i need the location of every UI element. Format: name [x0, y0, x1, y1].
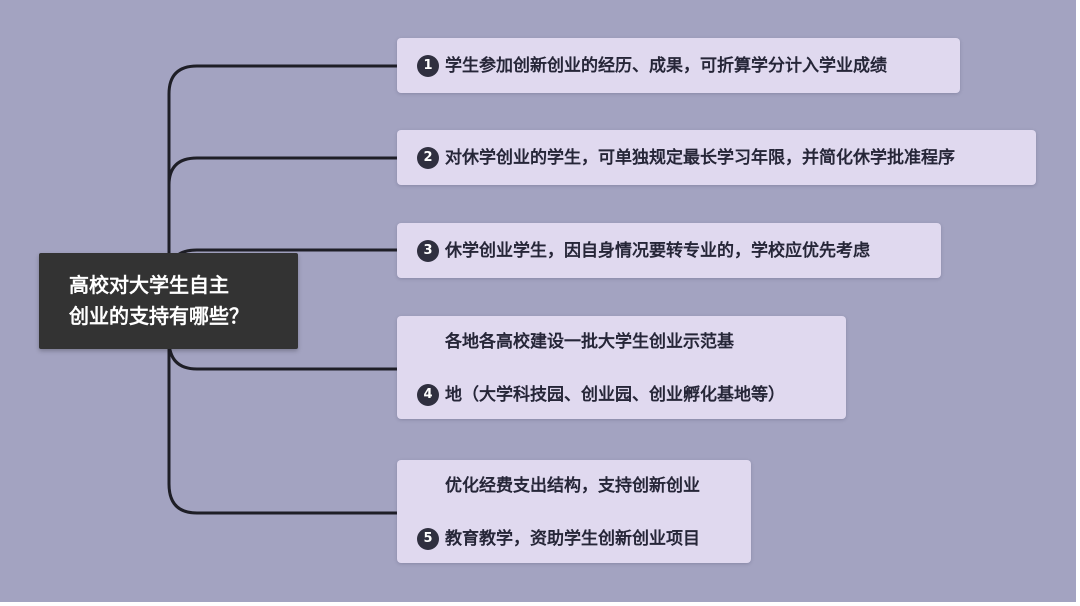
branch-text-1: 学生参加创新创业的经历、成果，可折算学分计入学业成绩: [445, 56, 887, 76]
root-topic: 高校对大学生自主 创业的支持有哪些？: [39, 253, 298, 349]
number-badge-2: 2: [417, 147, 439, 169]
number-badge-1: 1: [417, 55, 439, 77]
root-topic-line-1: 高校对大学生自主: [69, 273, 229, 297]
branch-text-2: 对休学创业的学生，可单独规定最长学习年限，并简化休学批准程序: [445, 148, 955, 168]
number-badge-4: 4: [417, 384, 439, 406]
branch-text-5-line-1: 优化经费支出结构，支持创新创业: [445, 476, 700, 496]
number-badge-5: 5: [417, 528, 439, 550]
branch-text-4-line-2: 地（大学科技园、创业园、创业孵化基地等）: [445, 385, 785, 405]
branch-node-5: 优化经费支出结构，支持创新创业 5 教育教学，资助学生创新创业项目: [397, 460, 751, 563]
branch-text-4-line-1: 各地各高校建设一批大学生创业示范基: [445, 332, 734, 352]
branch-text-5-line-2: 教育教学，资助学生创新创业项目: [445, 529, 700, 549]
branch-text-3: 休学创业学生，因自身情况要转专业的，学校应优先考虑: [445, 241, 870, 261]
branch-node-3: 3 休学创业学生，因自身情况要转专业的，学校应优先考虑: [397, 223, 941, 278]
connector-branch-2: [167, 156, 397, 186]
number-badge-3: 3: [417, 240, 439, 262]
branch-node-4: 各地各高校建设一批大学生创业示范基 4 地（大学科技园、创业园、创业孵化基地等）: [397, 316, 846, 419]
branch-node-1: 1 学生参加创新创业的经历、成果，可折算学分计入学业成绩: [397, 38, 960, 93]
root-topic-line-2: 创业的支持有哪些？: [69, 304, 249, 328]
branch-node-2: 2 对休学创业的学生，可单独规定最长学习年限，并简化休学批准程序: [397, 130, 1036, 185]
